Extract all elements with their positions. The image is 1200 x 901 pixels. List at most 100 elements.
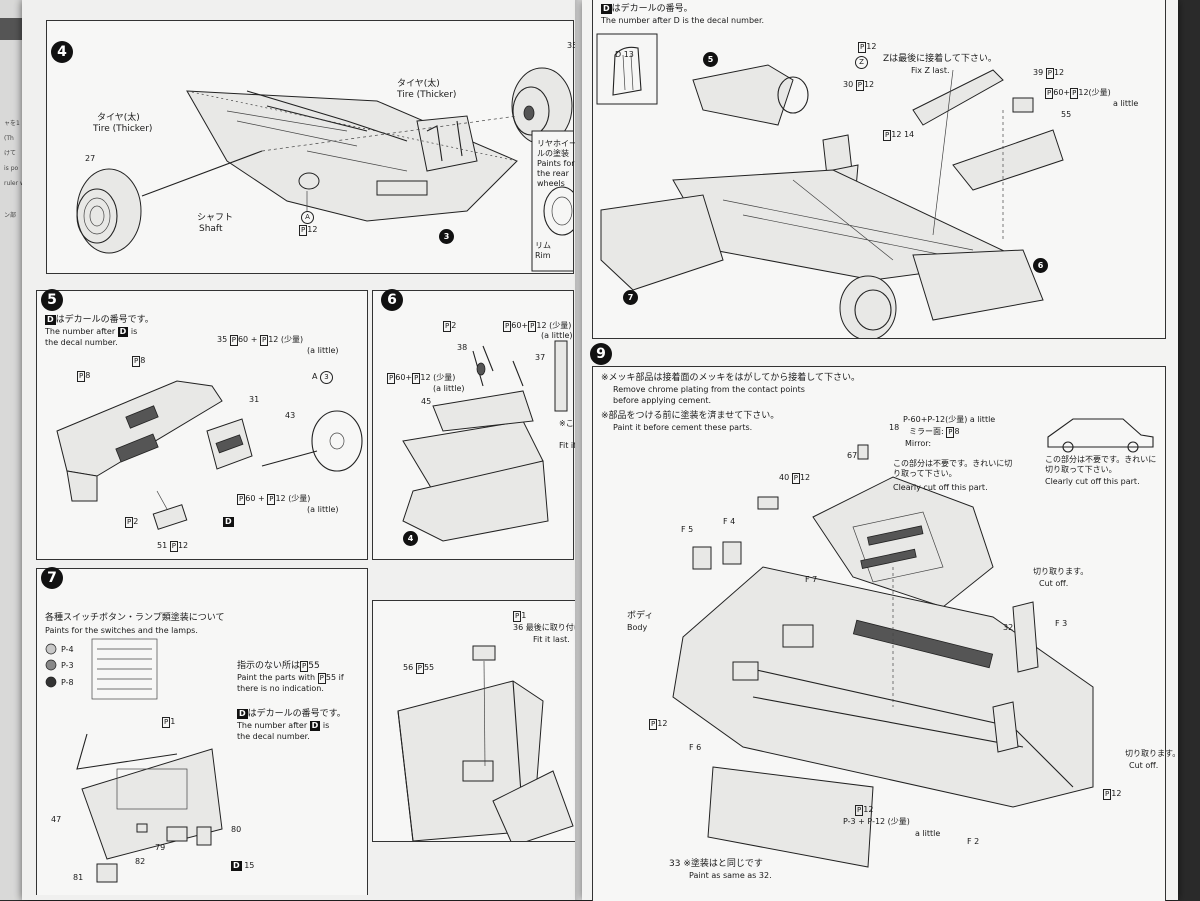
swatch-label-2: P-3	[61, 661, 74, 670]
left-page: 4	[22, 0, 594, 900]
inset-label-jp: リヤホイールの塗装	[537, 139, 577, 158]
cut-note-2-en: Clearly cut off this part.	[1045, 477, 1140, 486]
chrome-note-jp: ※メッキ部品は接着面のメッキをはがしてから接着して下さい。	[601, 373, 861, 383]
callout-79: 79	[155, 843, 166, 852]
step-9-panel: ※メッキ部品は接着面のメッキをはがしてから接着して下さい。 Remove chr…	[592, 366, 1180, 901]
body-label-en: Body	[627, 623, 648, 632]
paint-mix-2-little: (a little)	[307, 505, 339, 514]
callout-18: 18	[889, 423, 900, 432]
step-4-diagram	[76, 67, 573, 272]
fix-z-jp: Zは最後に接着して下さい。	[883, 54, 997, 64]
paint-before-en: Paint it before cement these parts.	[613, 423, 753, 432]
paint-35-little: (a little)	[307, 346, 339, 355]
callout-45: 45	[421, 397, 432, 406]
sub-assembly-5: 5	[703, 52, 718, 67]
paint-p3-mix: P-3 + P-12 (少量)	[843, 817, 910, 826]
cutoff-2-en: Cut off.	[1129, 761, 1159, 770]
no-indication-en-2: there is no indication.	[237, 684, 324, 693]
fit-last-jp: 36 最後に取り付け	[513, 623, 582, 632]
decal-d: D	[223, 517, 234, 527]
sub-assembly-7: 7	[623, 290, 638, 305]
decal-note-en-2: the decal number.	[45, 338, 118, 347]
step-number: 4	[51, 41, 73, 63]
callout-55: 55	[1061, 110, 1072, 119]
prev-text-3: けて	[4, 150, 17, 157]
callout-27: 27	[85, 154, 96, 163]
callout-82: 82	[135, 857, 146, 866]
fit-note-en: Fit it	[559, 441, 577, 450]
sub-assembly-3: 3	[439, 229, 454, 244]
step-number: 5	[41, 289, 63, 311]
step-9-number: 9	[590, 343, 612, 365]
prev-text-6: ン部	[4, 212, 17, 219]
step-8-diagram	[596, 33, 1064, 338]
prev-text-5: ruler wit	[4, 180, 29, 187]
tire-top-label-en: Tire (Thicker)	[397, 90, 457, 100]
rim-label-en: Rim	[535, 251, 551, 260]
paint-mix-little: a little	[1113, 99, 1139, 108]
decal-d13: D 13	[615, 50, 634, 59]
switch-paint-jp: 各種スイッチボタン・ランプ類塗装について	[45, 613, 225, 623]
step-4-panel: 4	[46, 20, 578, 274]
tire-top-label-jp: タイヤ(太)	[397, 79, 440, 89]
callout-67: 67	[847, 451, 858, 460]
part-a: A	[301, 211, 314, 224]
prev-text-2: (Th	[4, 135, 14, 142]
callout-35: 35	[567, 41, 578, 50]
rim-label-jp: リム	[535, 241, 551, 250]
cutoff-en: Cut off.	[1039, 579, 1069, 588]
inset-label-en: Paints for the rear wheels	[537, 159, 575, 188]
paint-same-en: Paint as same as 32.	[689, 871, 772, 880]
callout-43: 43	[285, 411, 296, 420]
callout-47: 47	[51, 815, 62, 824]
step-9-diagram	[672, 418, 1154, 868]
cutoff-2-jp: 切り取ります。	[1125, 749, 1181, 758]
cut-note-en: Clearly cut off this part.	[893, 483, 988, 492]
mirror-paint: P-60+P-12(少量) a little	[903, 415, 996, 424]
fit-note-jp: ※ここ	[559, 419, 582, 428]
console-diagram	[397, 645, 574, 841]
part-z: Z	[855, 56, 868, 69]
step-5-diagram	[56, 380, 363, 530]
prev-text-4: is po	[4, 165, 19, 172]
shaft-label-en: Shaft	[199, 224, 223, 234]
switch-paint-en: Paints for the switches and the lamps.	[45, 626, 198, 635]
part-a3: A 3	[312, 371, 334, 384]
paint-mix-little: (a little)	[541, 331, 573, 340]
part-f6: F 6	[689, 743, 702, 752]
callout-81: 81	[73, 873, 84, 882]
cut-note-2-jp: この部分は不要です。きれいに切り取って下さい。	[1045, 455, 1157, 474]
chrome-note-en-2: before applying cement.	[613, 396, 712, 405]
part-f3: F 3	[1055, 619, 1068, 628]
cutoff-jp: 切り取ります。	[1033, 567, 1089, 576]
paint-mix-2-little: (a little)	[433, 384, 465, 393]
callout-31: 31	[249, 395, 260, 404]
chrome-note-en-1: Remove chrome plating from the contact p…	[613, 385, 805, 394]
mirror-label-en: Mirror:	[905, 439, 932, 448]
callout-38: 38	[457, 343, 468, 352]
callout-32: 32	[1003, 623, 1014, 632]
